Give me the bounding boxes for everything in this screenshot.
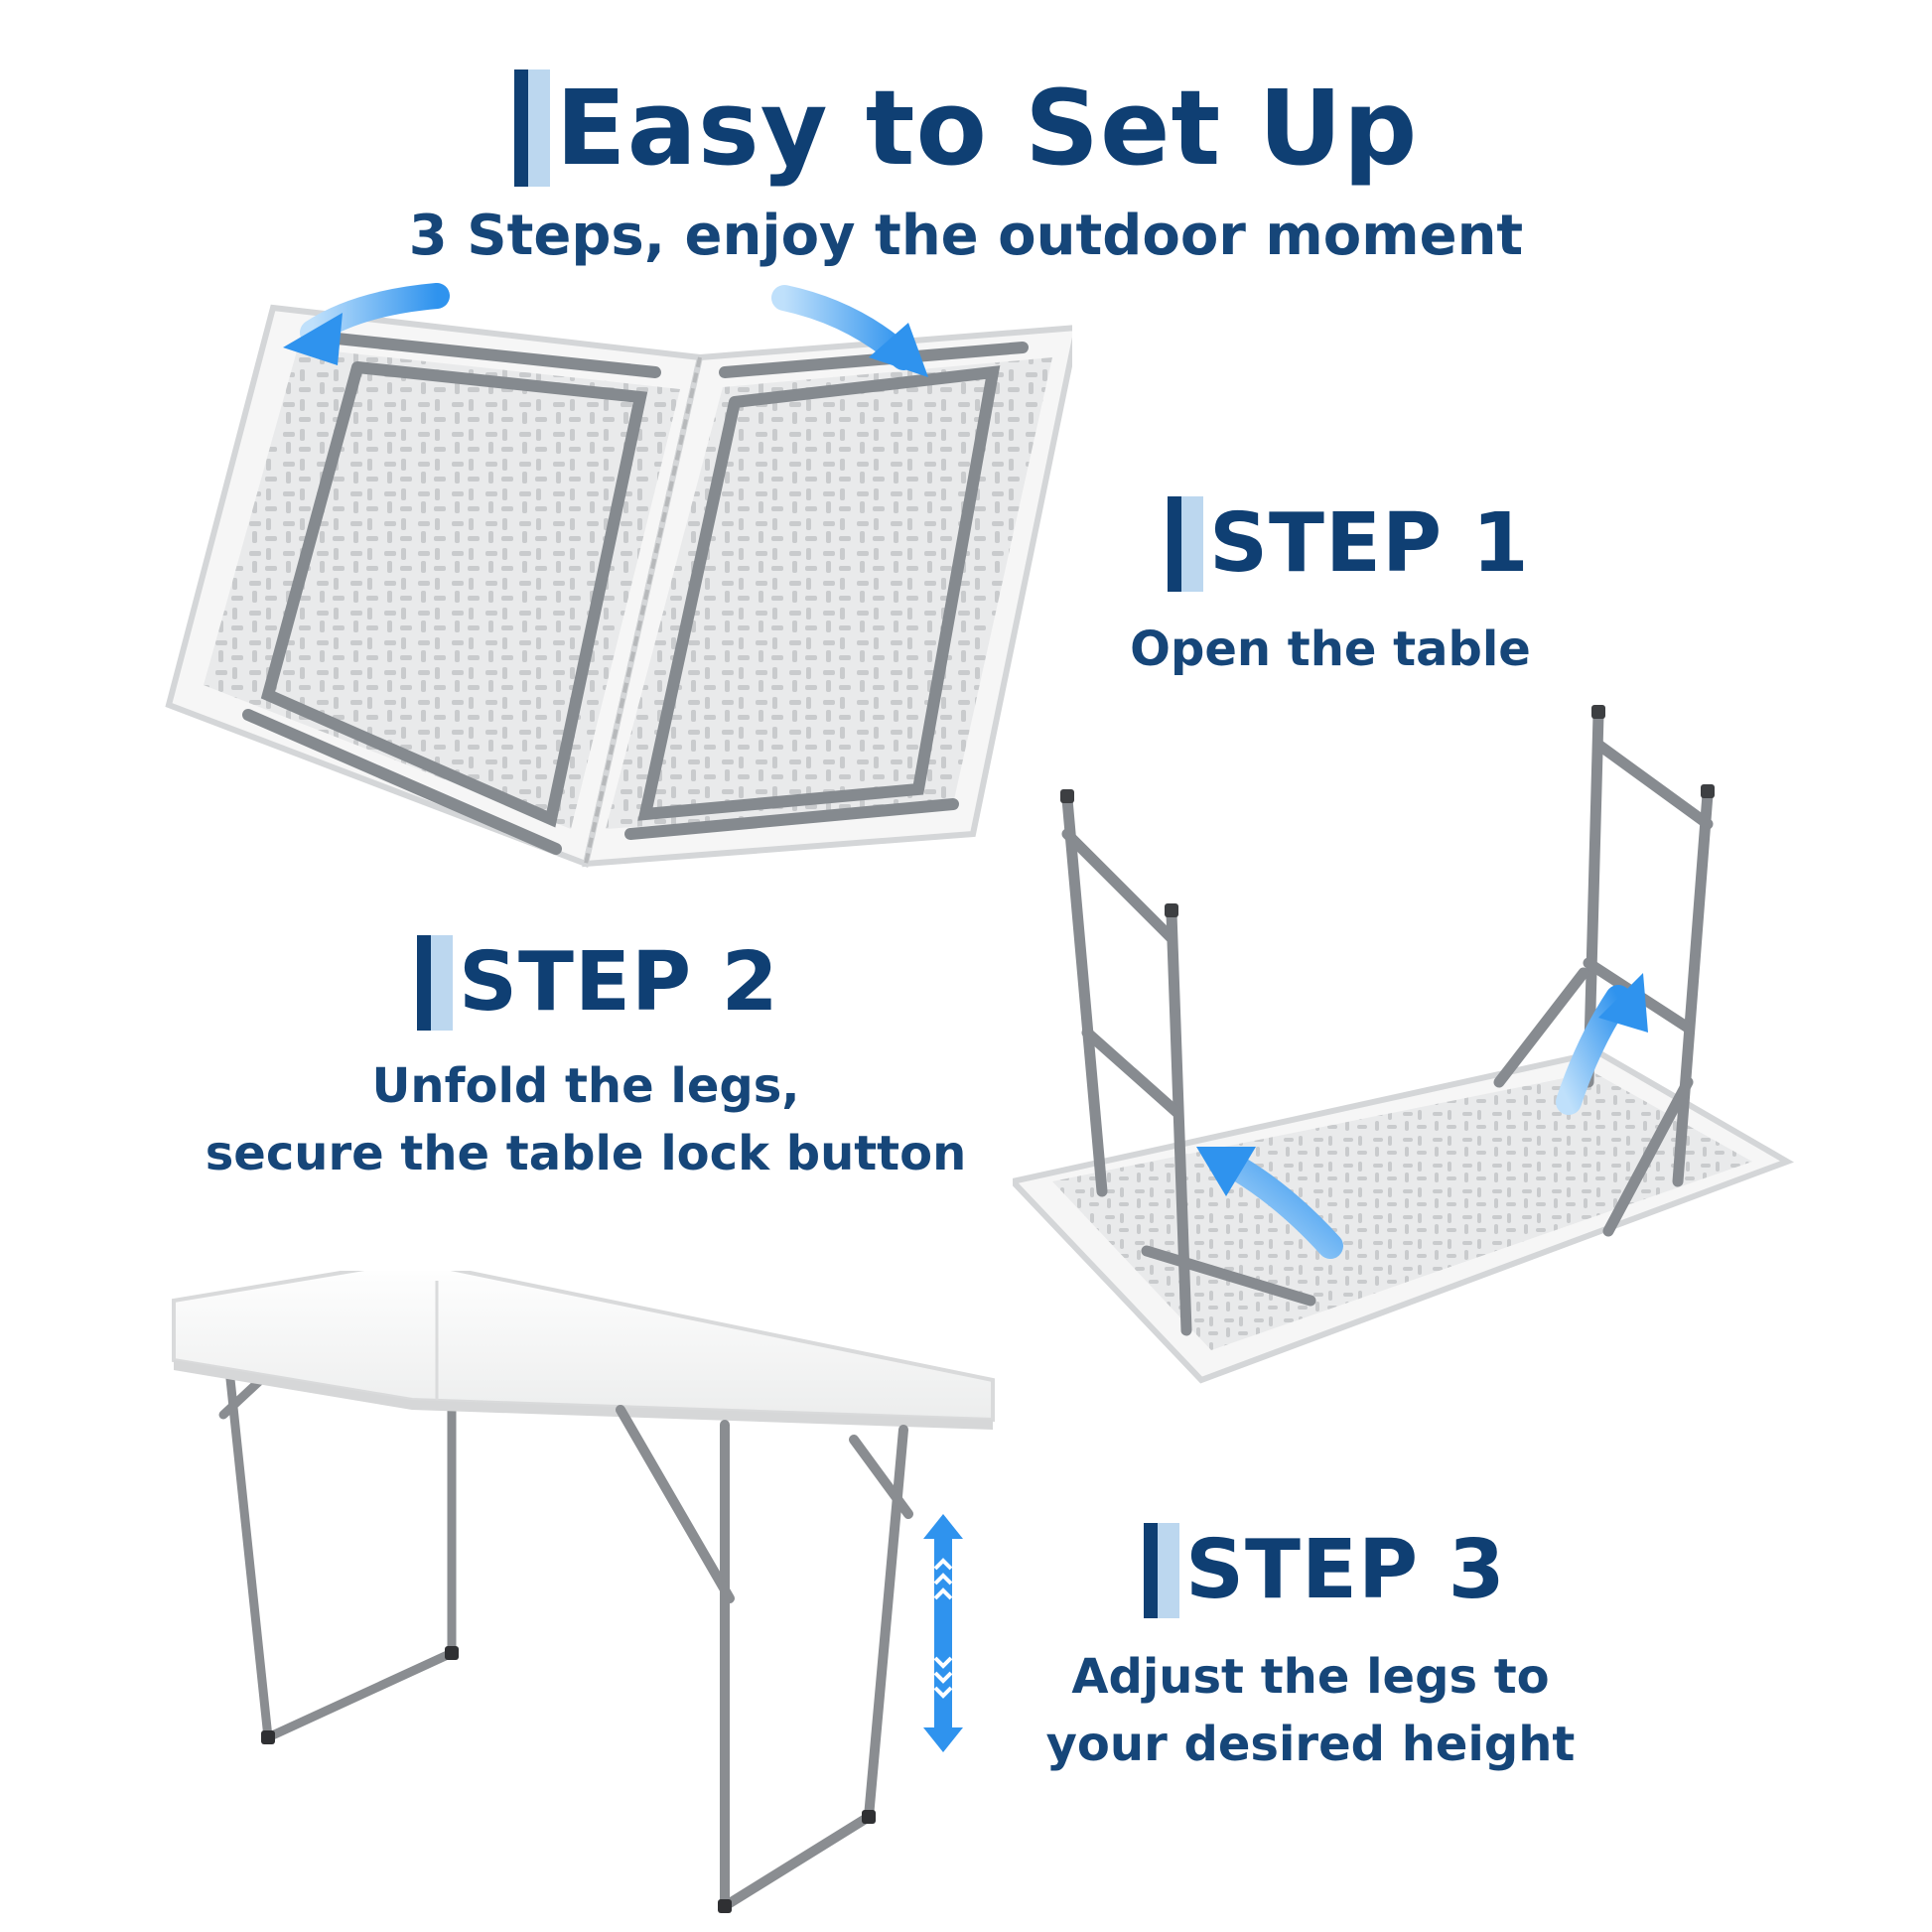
step3-heading: STEP 3 xyxy=(1144,1523,1506,1618)
step1-heading: STEP 1 xyxy=(1168,496,1530,592)
step3-description-line1: Adjust the legs to xyxy=(1071,1649,1550,1705)
title-accent-bar xyxy=(513,69,550,187)
step1-accent-bar xyxy=(1168,496,1203,592)
folded-table-illustration xyxy=(165,283,1072,869)
step3-description-line2: your desired height xyxy=(1045,1717,1576,1773)
step2-description-line1: Unfold the legs, xyxy=(371,1058,800,1114)
unfolded-legs-illustration xyxy=(1013,705,1795,1384)
blue-open-arrows-icon xyxy=(283,283,928,377)
step2-label: STEP 2 xyxy=(459,935,779,1030)
step1-description: Open the table xyxy=(1130,621,1531,677)
step3-description: Adjust the legs to your desired height xyxy=(1023,1643,1598,1778)
blue-unfold-arrows-icon xyxy=(1196,973,1648,1259)
blue-height-arrow-icon xyxy=(923,1514,963,1752)
page-title: Easy to Set Up xyxy=(555,68,1419,189)
step2-description: Unfold the legs, secure the table lock b… xyxy=(169,1052,1003,1187)
standing-table-illustration xyxy=(172,1271,995,1913)
step3-label: STEP 3 xyxy=(1185,1523,1506,1617)
step1-label: STEP 1 xyxy=(1209,496,1530,591)
step2-accent-bar xyxy=(417,935,453,1031)
page-subtitle: 3 Steps, enjoy the outdoor moment xyxy=(408,204,1524,268)
step3-accent-bar xyxy=(1144,1523,1179,1618)
step2-description-line2: secure the table lock button xyxy=(205,1126,967,1182)
header: Easy to Set Up xyxy=(0,69,1932,187)
step2-heading: STEP 2 xyxy=(417,935,779,1031)
title-wrap: Easy to Set Up xyxy=(513,68,1419,189)
